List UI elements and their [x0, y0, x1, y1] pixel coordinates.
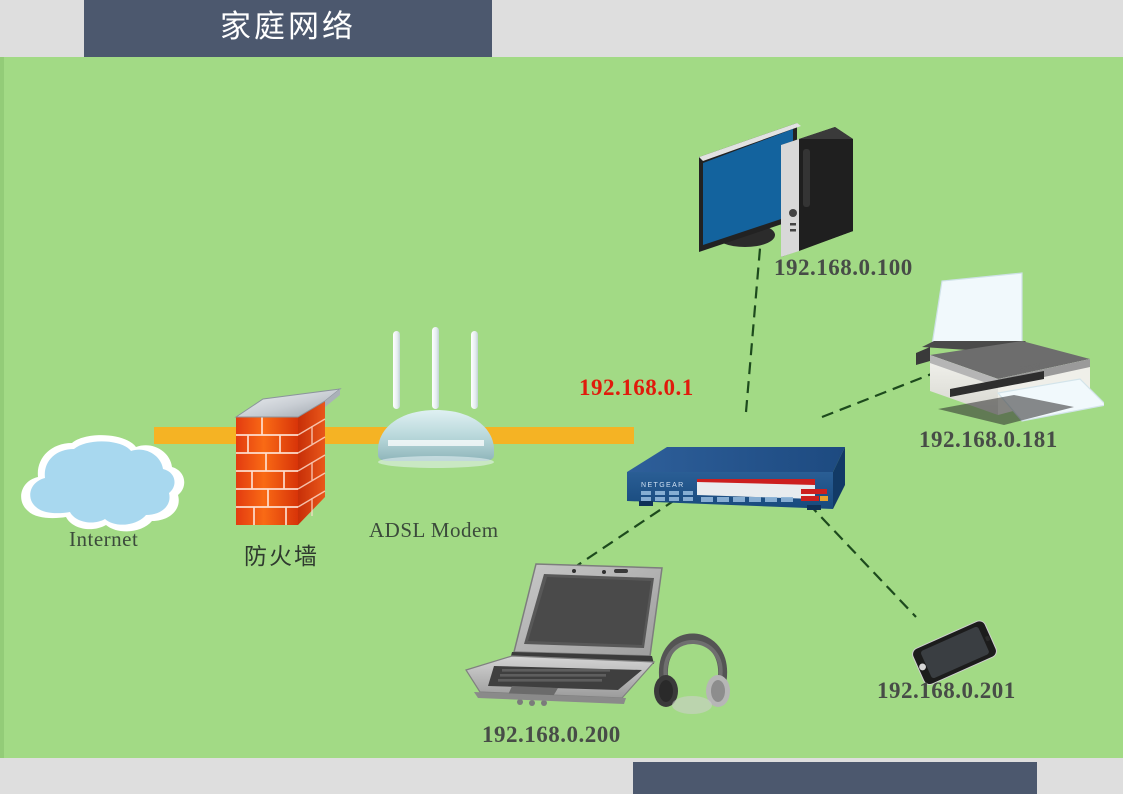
node-firewall[interactable]: 防火墙 — [222, 369, 342, 570]
printer-ip-label: 192.168.0.181 — [919, 427, 1058, 452]
desktop-computer-icon — [699, 123, 853, 257]
bottom-accent-bar — [633, 762, 1037, 794]
desktop-ip-label: 192.168.0.100 — [774, 255, 913, 280]
node-desktop-pc[interactable]: 192.168.0.100 — [689, 87, 912, 280]
node-laptop[interactable]: 192.168.0.200 — [454, 552, 684, 747]
link-router-printer — [821, 371, 935, 419]
link-internet-firewall — [154, 427, 249, 444]
router-ip-label: 192.168.0.1 — [579, 375, 694, 400]
link-modem-router — [459, 427, 634, 444]
title-bar: 家庭网络 — [84, 0, 492, 57]
printer-brand-mark: EPSON — [1019, 363, 1041, 373]
rack-router-icon: NETGEAR — [627, 447, 845, 510]
smartphone-icon — [912, 620, 997, 685]
firewall-brick-wall-icon — [234, 388, 342, 525]
link-router-phone — [768, 461, 917, 618]
node-adsl-modem[interactable]: ADSL Modem — [366, 322, 516, 542]
router-brand: NETGEAR — [641, 482, 685, 489]
laptop-ip-label: 192.168.0.200 — [482, 722, 621, 747]
link-router-desktop — [744, 224, 764, 413]
firewall-label: 防火墙 — [244, 544, 319, 570]
antenna-center — [432, 327, 439, 409]
node-headphones[interactable] — [652, 629, 734, 724]
cloud-icon — [21, 435, 185, 532]
diagram-canvas: Internet — [0, 57, 1123, 758]
laptop-icon — [465, 563, 663, 706]
node-smartphone[interactable]: 192.168.0.201 — [877, 609, 1015, 704]
page-title: 家庭网络 — [220, 8, 356, 45]
adsl-modem-label: ADSL Modem — [369, 518, 499, 542]
headphones-icon — [654, 633, 730, 714]
node-internet[interactable]: Internet — [14, 425, 204, 551]
phone-ip-label: 192.168.0.201 — [877, 678, 1016, 703]
antenna-right — [471, 331, 478, 409]
node-printer[interactable]: EPSON 192.168.0.181 — [894, 267, 1108, 452]
link-router-laptop — [571, 456, 740, 570]
printer-icon: EPSON — [916, 272, 1108, 425]
antenna-left — [393, 331, 400, 409]
internet-label: Internet — [69, 527, 139, 551]
wireless-modem-icon — [378, 327, 494, 468]
